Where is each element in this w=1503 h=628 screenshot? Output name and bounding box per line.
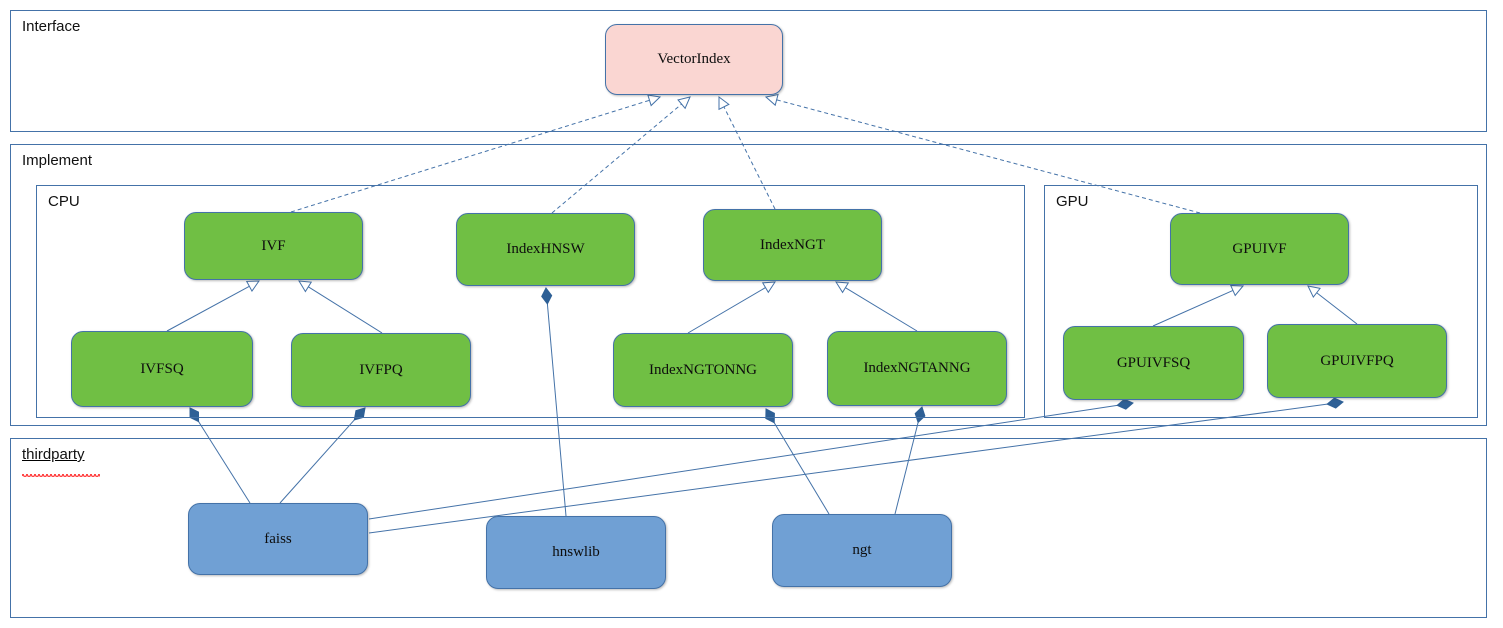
class-node-label: GPUIVF: [1232, 240, 1287, 257]
class-node-ivf[interactable]: IVF: [184, 212, 363, 280]
group-label-interface: Interface: [22, 18, 81, 35]
class-node-label: VectorIndex: [657, 51, 731, 67]
class-node-label: ngt: [852, 542, 872, 558]
group-box-implement: [10, 144, 1487, 426]
class-node-label: IndexHNSW: [506, 241, 585, 257]
class-node-label: IndexNGTONNG: [648, 361, 758, 378]
class-node-label: hnswlib: [552, 544, 600, 560]
class-node-ngt[interactable]: ngt: [772, 514, 952, 587]
class-node-gpuivfsq[interactable]: GPUIVFSQ: [1063, 326, 1244, 400]
class-node-label: GPUIVFSQ: [1116, 354, 1191, 371]
group-box-thirdparty: [10, 438, 1487, 618]
class-node-gpuivfpq[interactable]: GPUIVFPQ: [1267, 324, 1447, 398]
group-box-cpu: [36, 185, 1025, 418]
class-node-hnswlib[interactable]: hnswlib: [486, 516, 666, 589]
class-node-ivfpq[interactable]: IVFPQ: [291, 333, 471, 407]
class-node-indexngtanng[interactable]: IndexNGTANNG: [827, 331, 1007, 406]
class-node-indexngt[interactable]: IndexNGT: [703, 209, 882, 281]
class-node-label: IVF: [261, 237, 286, 254]
group-box-gpu: [1044, 185, 1478, 418]
class-node-label: faiss: [264, 530, 292, 547]
class-node-label: IVFPQ: [359, 361, 403, 378]
group-label-thirdparty: thirdparty: [22, 446, 85, 463]
group-label-implement: Implement: [22, 152, 93, 169]
class-node-label: IndexNGTANNG: [863, 360, 971, 376]
class-node-faiss[interactable]: faiss: [188, 503, 368, 575]
group-box-interface: [10, 10, 1487, 132]
group-label-cpu: CPU: [48, 193, 80, 210]
class-node-ivfsq[interactable]: IVFSQ: [71, 331, 253, 407]
class-node-indexhnsw[interactable]: IndexHNSW: [456, 213, 635, 286]
group-label-gpu: GPU: [1056, 193, 1089, 210]
class-node-label: IVFSQ: [140, 360, 184, 377]
class-node-indexngtonng[interactable]: IndexNGTONNG: [613, 333, 793, 407]
class-node-gpuivf[interactable]: GPUIVF: [1170, 213, 1349, 285]
class-node-label: GPUIVFPQ: [1320, 352, 1394, 369]
class-node-label: IndexNGT: [760, 236, 825, 253]
class-node-vectorindex[interactable]: VectorIndex: [605, 24, 783, 95]
